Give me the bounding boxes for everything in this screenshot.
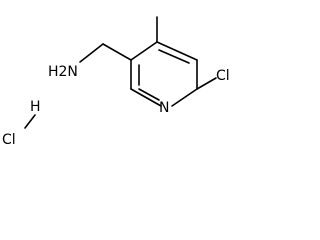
salt-hydrogen-label: H [30, 99, 41, 115]
bond-c2-cl [196, 77, 217, 90]
double-bond-c6-n [138, 88, 160, 101]
bond-n-c2 [171, 88, 198, 107]
amine-label: H2N [48, 64, 78, 80]
double-bond-c3-c4 [158, 49, 190, 64]
bond-h-cl [24, 114, 36, 129]
chemical-structure: H2N N Cl H Cl [2, 16, 230, 148]
chlorine-label: Cl [216, 68, 230, 84]
bond-c5-ch2 [102, 43, 132, 61]
bond-c6-n [130, 88, 162, 107]
bond-ch2-n [79, 43, 104, 63]
bond-c4-c5 [130, 41, 158, 61]
salt-chlorine-label: Cl [2, 132, 16, 148]
ring-nitrogen-label: N [159, 100, 169, 116]
bond-c3-c4 [156, 41, 198, 61]
